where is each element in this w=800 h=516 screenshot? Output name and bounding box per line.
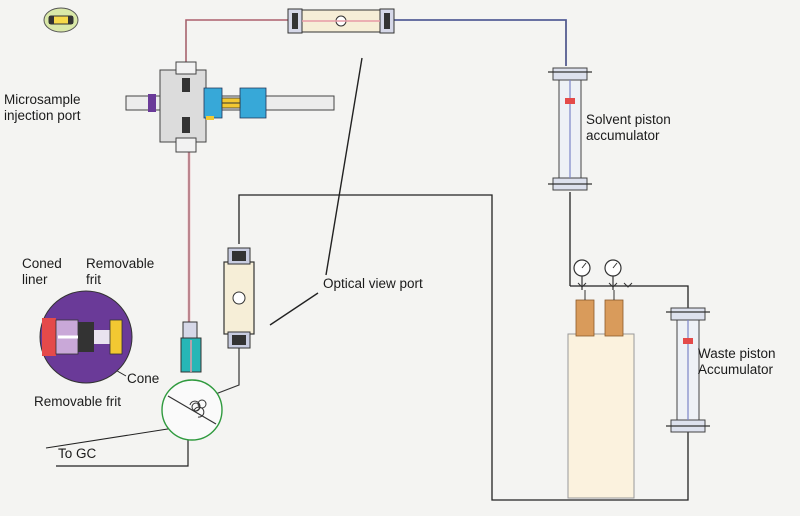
solvent-piston-accumulator [548, 67, 592, 191]
microsample-port-label: Microsample injection port [4, 92, 81, 123]
injection-port-assembly [125, 61, 335, 153]
frit-detail-magnifier [39, 290, 133, 384]
coned-liner-label: Coned liner [22, 256, 62, 287]
optical-view-port-label: Optical view port [323, 276, 423, 291]
waste-accumulator-label: Waste piston Accumulator [698, 346, 776, 377]
solvent-accumulator-label: Solvent piston accumulator [586, 112, 671, 143]
waste-piston-accumulator [666, 307, 710, 433]
cone-label: Cone [127, 371, 160, 386]
optical-view-cell [223, 247, 255, 349]
pressure-vessel [567, 290, 635, 499]
to-gc-label: To GC [58, 446, 97, 461]
sight-glass-icon [43, 7, 79, 33]
teal-fitting [180, 321, 202, 373]
removable-frit-label: Removable frit [86, 256, 155, 287]
tubing-lines [45, 19, 689, 501]
removable-frit-bottom-label: Removable frit [34, 394, 122, 409]
switching-valve [161, 379, 223, 441]
inline-view-cell [287, 8, 395, 34]
pressure-gauges [573, 259, 633, 290]
